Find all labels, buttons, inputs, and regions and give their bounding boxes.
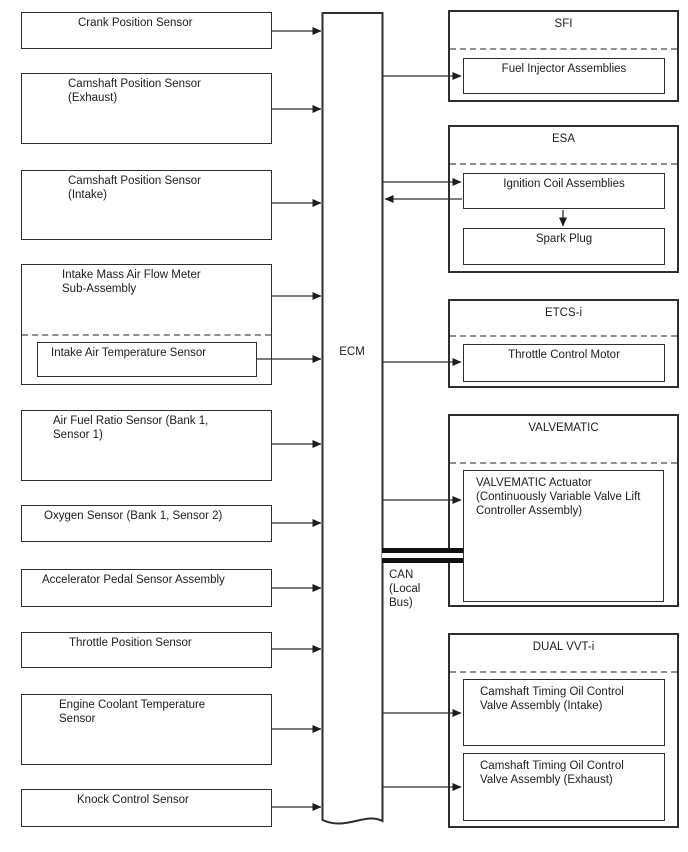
box-fuel-injector-assemblies: Fuel Injector Assemblies <box>463 58 665 94</box>
box-label: Camshaft Timing Oil Control Valve Assemb… <box>480 760 624 786</box>
group-title: ETCS-i <box>544 307 583 319</box>
box-label: Intake Mass Air Flow Meter Sub-Assembly <box>62 269 201 295</box>
dashed-divider <box>450 335 677 337</box>
box-label: Engine Coolant Temperature Sensor <box>59 699 206 725</box>
box-camshaft-position-sensor-exhaust: Camshaft Position Sensor (Exhaust) <box>21 73 272 144</box>
dashed-divider <box>22 334 271 336</box>
box-label: Camshaft Timing Oil Control Valve Assemb… <box>480 686 624 712</box>
box-accelerator-pedal-sensor: Accelerator Pedal Sensor Assembly <box>21 569 272 607</box>
box-label: Oxygen Sensor (Bank 1, Sensor 2) <box>44 510 223 522</box>
box-intake-mass-air-flow-meter: Intake Mass Air Flow Meter Sub-Assembly … <box>21 264 272 385</box>
box-oxygen-sensor: Oxygen Sensor (Bank 1, Sensor 2) <box>21 505 272 542</box>
group-etcs-i: ETCS-i Throttle Control Motor <box>448 299 679 388</box>
box-camshaft-timing-ocv-exhaust: Camshaft Timing Oil Control Valve Assemb… <box>463 753 665 821</box>
box-label: Throttle Position Sensor <box>69 637 192 649</box>
group-title: SFI <box>554 18 573 30</box>
can-bus-connector <box>382 548 463 563</box>
dashed-divider <box>450 163 677 165</box>
box-ignition-coil-assemblies: Ignition Coil Assemblies <box>463 173 665 209</box>
dashed-divider <box>450 671 677 673</box>
box-crank-position-sensor: Crank Position Sensor <box>21 12 272 49</box>
ecm-column <box>321 12 384 825</box>
box-label: Knock Control Sensor <box>77 794 189 806</box>
box-label: Camshaft Position Sensor (Exhaust) <box>68 78 201 104</box>
group-dual-vvt-i: DUAL VVT-i Camshaft Timing Oil Control V… <box>448 633 679 828</box>
group-title: VALVEMATIC <box>528 422 599 434</box>
group-valvematic: VALVEMATIC VALVEMATIC Actuator (Continuo… <box>448 414 679 607</box>
can-bus-label: CAN (Local Bus) <box>389 569 421 609</box>
box-label: VALVEMATIC Actuator (Continuously Variab… <box>476 477 641 517</box>
box-label: Ignition Coil Assemblies <box>503 178 625 190</box>
box-spark-plug: Spark Plug <box>463 228 665 265</box>
box-knock-control-sensor: Knock Control Sensor <box>21 789 272 827</box>
box-label: Crank Position Sensor <box>78 17 193 29</box>
box-label: Intake Air Temperature Sensor <box>51 347 207 359</box>
box-throttle-control-motor: Throttle Control Motor <box>463 344 665 382</box>
box-label: Camshaft Position Sensor (Intake) <box>68 175 201 201</box>
box-intake-air-temperature-sensor: Intake Air Temperature Sensor <box>37 342 257 377</box>
box-throttle-position-sensor: Throttle Position Sensor <box>21 632 272 668</box>
box-valvematic-actuator: VALVEMATIC Actuator (Continuously Variab… <box>463 470 664 602</box>
box-label: Spark Plug <box>535 233 593 245</box>
dashed-divider <box>450 462 677 464</box>
group-sfi: SFI Fuel Injector Assemblies <box>448 10 679 102</box>
box-label: Throttle Control Motor <box>508 349 620 361</box>
box-camshaft-position-sensor-intake: Camshaft Position Sensor (Intake) <box>21 170 272 240</box>
group-esa: ESA Ignition Coil Assemblies Spark Plug <box>448 125 679 273</box>
dashed-divider <box>450 48 677 50</box>
box-label: Air Fuel Ratio Sensor (Bank 1, Sensor 1) <box>53 415 209 441</box>
group-title: ESA <box>551 133 575 145</box>
box-engine-coolant-temperature-sensor: Engine Coolant Temperature Sensor <box>21 694 272 765</box>
box-label: Fuel Injector Assemblies <box>501 63 627 75</box>
box-air-fuel-ratio-sensor: Air Fuel Ratio Sensor (Bank 1, Sensor 1) <box>21 410 272 481</box>
group-title: DUAL VVT-i <box>532 641 595 653</box>
box-label: Accelerator Pedal Sensor Assembly <box>42 574 225 586</box>
ecm-label: ECM <box>339 346 365 358</box>
box-camshaft-timing-ocv-intake: Camshaft Timing Oil Control Valve Assemb… <box>463 679 665 746</box>
